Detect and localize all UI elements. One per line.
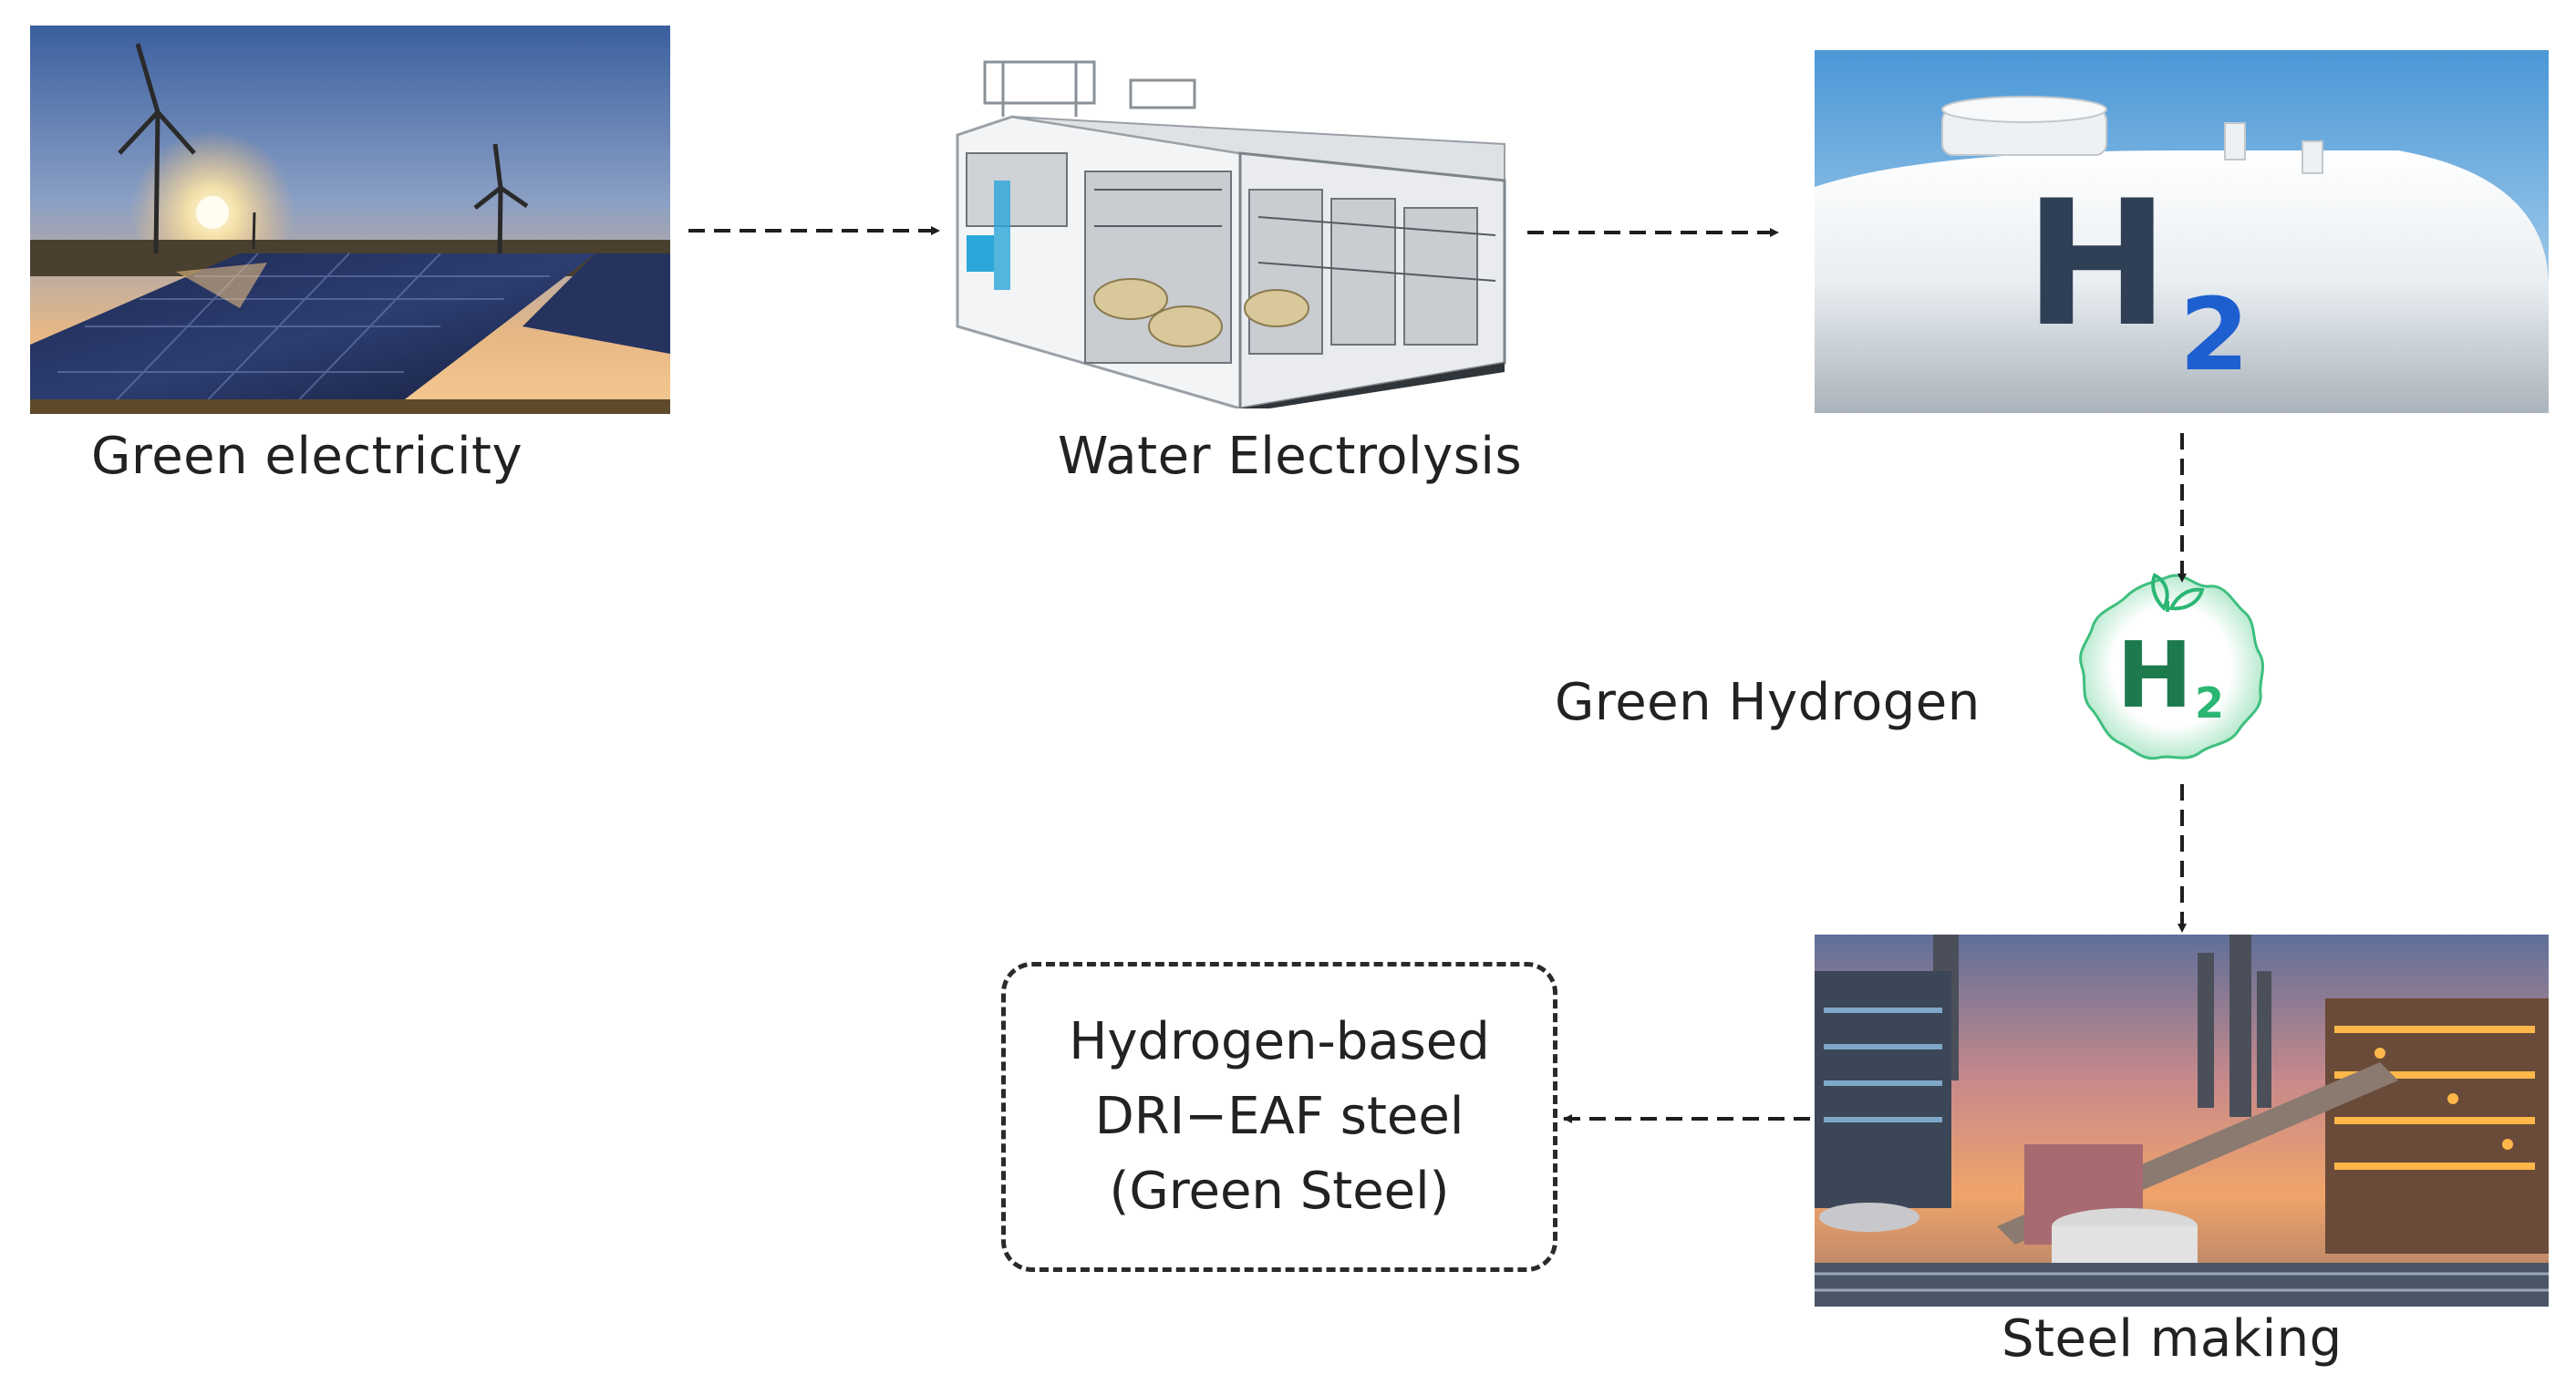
tank-h-symbol: H [2024, 163, 2169, 365]
green-steel-box: Hydrogen-based DRI−EAF steel (Green Stee… [1001, 962, 1557, 1272]
hydrogen-tank-image: H 2 [1815, 50, 2549, 413]
badge-subscript: 2 [2195, 678, 2224, 728]
water-electrolysis-label: Water Electrolysis [1058, 427, 1523, 486]
green-hydrogen-label: Green Hydrogen [1555, 673, 1981, 732]
green-steel-line-2: DRI−EAF steel [1094, 1087, 1464, 1146]
steel-making-image [1815, 935, 2549, 1307]
green-steel-line-3: (Green Steel) [1109, 1162, 1450, 1221]
badge-h-symbol: H [2116, 622, 2193, 729]
tank-subscript: 2 [2179, 276, 2250, 393]
steel-making-label: Steel making [2002, 1309, 2343, 1369]
green-electricity-image [30, 26, 670, 414]
green-hydrogen-badge-icon: H 2 [2056, 561, 2280, 780]
green-steel-line-1: Hydrogen-based [1069, 1012, 1490, 1071]
water-electrolysis-image [948, 53, 1514, 408]
green-electricity-label: Green electricity [91, 427, 523, 486]
